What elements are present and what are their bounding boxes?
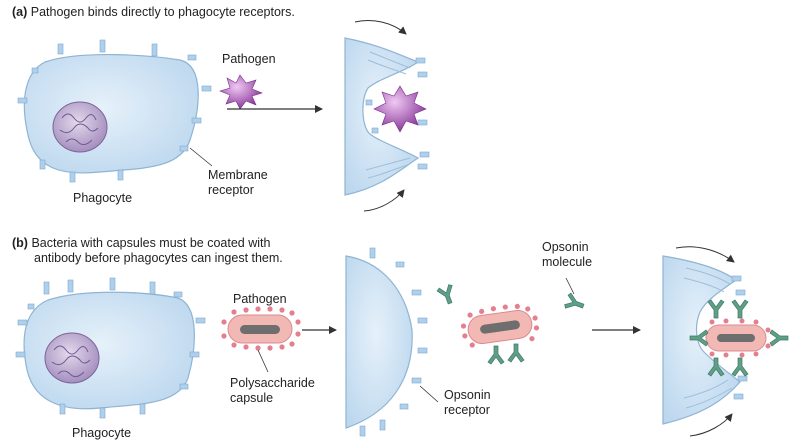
capsule-label-2: capsule (230, 391, 274, 405)
panel-a-caption: (a) Pathogen binds directly to phagocyte… (12, 5, 295, 20)
opsonin-molecule-leader (565, 277, 575, 295)
phagocyte-edge-b (345, 247, 428, 437)
phagocyte-label-a: Phagocyte (73, 191, 133, 205)
pathogen-label-a: Pathogen (222, 52, 276, 66)
panel-b-letter: (b) (12, 236, 28, 250)
panel-a-letter: (a) (12, 5, 28, 19)
opsonin-molecule-label-2: molecule (542, 255, 593, 269)
opsonin-receptor-label-1: Opsonin (444, 388, 491, 402)
panel-b-caption: (b) Bacteria with capsules must be coate… (12, 236, 270, 251)
phagocyte-cell-b (15, 277, 206, 419)
opsonin-receptor-label-2: receptor (444, 403, 490, 417)
encapsulated-bacterium (221, 306, 301, 351)
opsonized-bacterium (460, 303, 540, 365)
pathogen-label-b: Pathogen (233, 292, 287, 306)
opsonin-free-2 (563, 292, 587, 314)
membrane-receptor-label-1: Membrane (208, 168, 268, 182)
panel-b-caption-line1: Bacteria with capsules must be coated wi… (31, 236, 271, 250)
membrane-receptor-label-2: receptor (208, 183, 254, 197)
engulfing-phagocyte-b (662, 246, 789, 437)
phagocyte-cell-a (17, 39, 212, 183)
phagocyte-label-b: Phagocyte (72, 426, 132, 440)
engulfing-phagocyte-a (344, 20, 430, 212)
membrane-receptor-leader (189, 147, 213, 167)
pathogen-star-a (219, 74, 263, 110)
opsonin-free-1 (436, 283, 458, 307)
opsonin-receptor-leader (419, 385, 439, 403)
capsule-leader (257, 349, 269, 373)
capsule-label-1: Polysaccharide (230, 376, 315, 390)
panel-b-caption-2: antibody before phagocytes can ingest th… (34, 251, 283, 265)
opsonin-molecule-label-1: Opsonin (542, 240, 589, 254)
panel-a-caption-text: Pathogen binds directly to phagocyte rec… (30, 5, 295, 19)
